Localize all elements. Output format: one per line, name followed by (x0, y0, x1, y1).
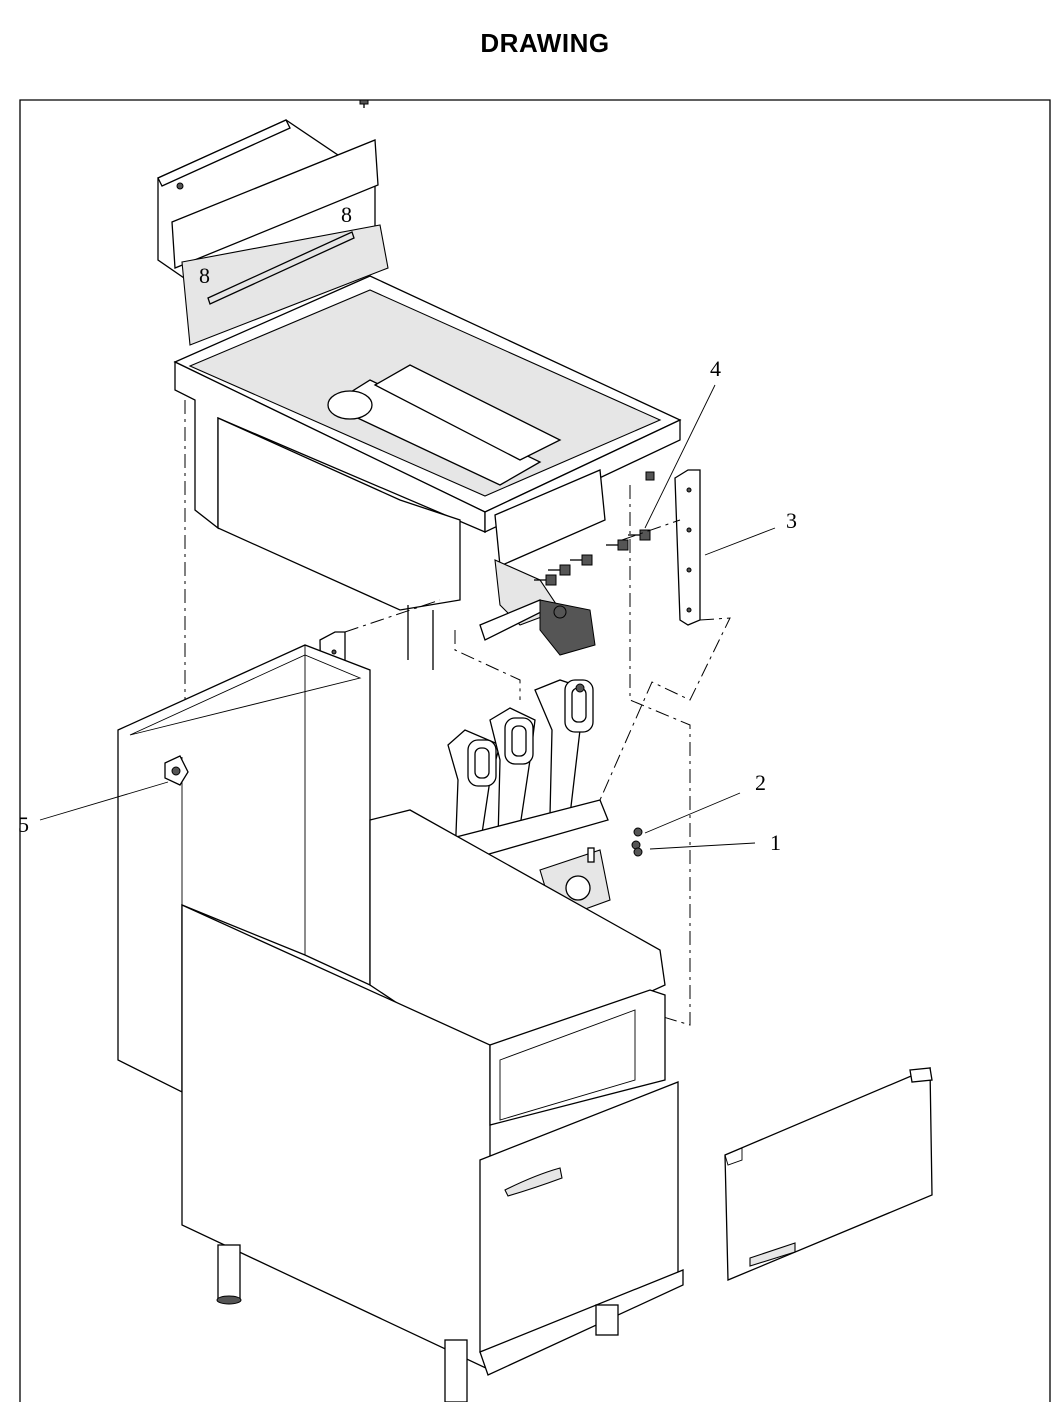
flue-top-lip (157, 119, 291, 187)
leg-front-center (444, 1339, 468, 1402)
flue-screw (176, 182, 184, 190)
burner-plate (494, 469, 606, 567)
callout-3-label: 3 (786, 508, 797, 533)
flue-front-face (171, 139, 379, 269)
bolt-set (534, 471, 655, 586)
heat-tube-1 (328, 379, 542, 486)
cabinet-opening (499, 1009, 636, 1121)
leg-rear-right (595, 1304, 619, 1336)
cabinet-right-frame (489, 989, 666, 1126)
gas-valve-assembly (404, 679, 643, 946)
screw-item-1b (633, 847, 643, 857)
drain-valve (479, 559, 596, 656)
heat-tube-2 (373, 364, 562, 461)
detached-front-panel (724, 1067, 933, 1281)
burner-1 (447, 729, 501, 861)
flue-slot (207, 231, 355, 305)
cabinet (117, 644, 684, 1402)
hinge-nut (171, 766, 181, 776)
drawing-border (19, 99, 1051, 1402)
callout-3: 3 (704, 508, 797, 556)
top-screw-head (359, 99, 369, 105)
mounting-bracket-right (674, 469, 701, 626)
gas-control-knob (565, 875, 591, 901)
frypot-assembly: 8 8 (157, 119, 682, 670)
callout-5: 5 (18, 781, 169, 837)
assembly-lines (184, 400, 731, 1026)
screw-item-2 (633, 827, 643, 837)
frypot-front-box (217, 416, 461, 611)
callout-1-label: 1 (770, 830, 781, 855)
door-kick-plate (479, 1269, 684, 1376)
leg-front-left (217, 1244, 241, 1301)
keyhole-left-icon: 8 (199, 263, 210, 288)
callout-4: 4 (644, 356, 721, 529)
callout-2-label: 2 (755, 770, 766, 795)
callout-5-label: 5 (18, 812, 29, 837)
tube-end (327, 390, 373, 420)
flue-baffle (181, 224, 389, 346)
callout-1: 1 (649, 830, 781, 855)
page-title: DRAWING (480, 28, 610, 58)
callout-4-label: 4 (710, 356, 721, 381)
burner-2 (489, 707, 536, 841)
burner-3 (534, 679, 594, 816)
valve-window (587, 847, 595, 863)
leg-foot (216, 1295, 242, 1305)
callout-2: 2 (644, 770, 766, 834)
keyhole-right-icon: 8 (341, 202, 352, 227)
door-handle (504, 1167, 563, 1197)
panel-slot (749, 1242, 796, 1267)
cabinet-left-inner (129, 654, 362, 736)
